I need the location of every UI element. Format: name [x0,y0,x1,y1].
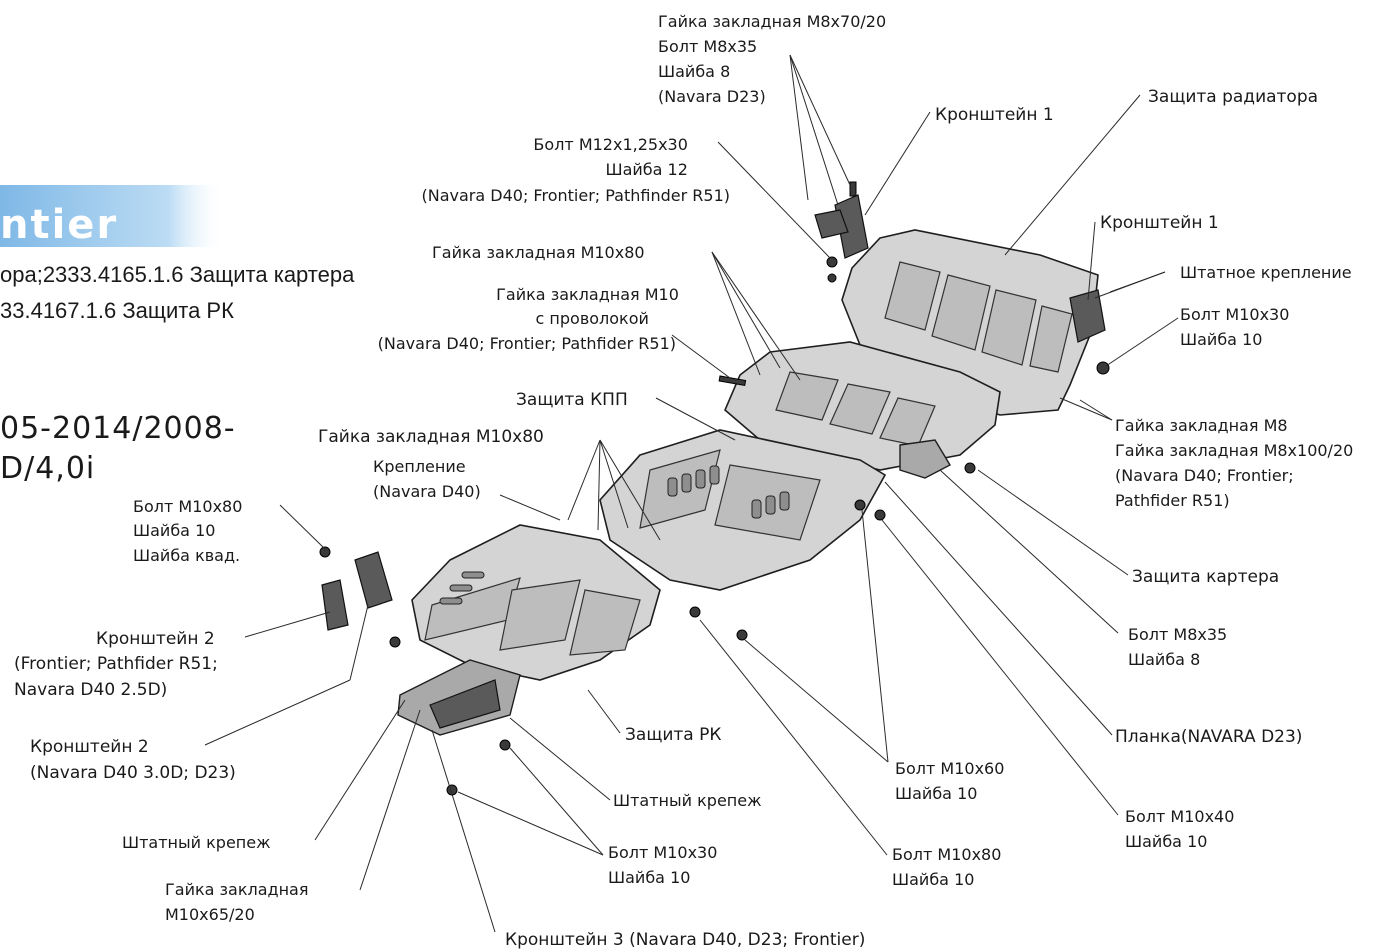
engine-spec: D/4,0i [0,451,95,486]
crankcase-guard-part [599,429,887,591]
label-transfer-guard: Защита РК [625,725,721,745]
label-crankcase-guard: Защита картера [1132,567,1279,587]
brand-title: ntier [0,202,118,248]
part-numbers-line2: 33.4167.1.6 Защита РК [0,298,234,323]
label-bolt-m10x30-bottom: Болт M10x30 Шайба 10 [608,843,722,887]
bracket1-top-part [814,194,869,259]
label-bolt-m8x35: Болт M8x35 Шайба 8 [1128,625,1232,669]
label-nut-m8x70: Гайка закладная M8x70/20 Болт M8x35 Шайб… [658,12,891,106]
label-bracket1-right: Кронштейн 1 [1100,213,1219,233]
label-bracket1-top: Кронштейн 1 [935,105,1054,125]
slot-row-1 [667,465,720,497]
label-bolt-m10x80-left: Болт M10x80 Шайба 10 Шайба квад. [133,497,247,565]
label-bracket2-navara: Кронштейн 2 (Navara D40 3.0D; D23) [30,737,236,783]
label-bracket2-frontier: Кронштейн 2 (Frontier; Pathfider R51; Na… [14,629,223,700]
transfer-slots [439,571,485,605]
label-nut-m10x80-mid: Гайка закладная M10x80 [318,427,544,447]
label-gearbox-guard: Защита КПП [516,390,628,410]
header-block: ntier ора;2333.4165.1.6 Защита картера 3… [0,185,355,486]
label-std-mount: Штатное крепление [1180,263,1352,282]
leader-lines [204,54,1179,933]
slot-row-2 [751,491,790,519]
bracket2-left-part [321,551,393,631]
parts-drawing [319,181,1110,796]
label-bolt-m10x30-right: Болт M10x30 Шайба 10 [1180,305,1294,349]
label-bolt-m10x40: Болт M10x40 Шайба 10 [1125,807,1239,851]
label-radiator-guard: Защита радиатора [1148,87,1318,107]
label-mount-d40: Крепление (Navara D40) [373,457,481,501]
label-nut-m8-group: Гайка закладная M8 Гайка закладная M8x10… [1115,416,1358,510]
label-bolt-m10x60: Болт M10x60 Шайба 10 [895,759,1009,803]
fasteners [319,181,1110,796]
label-nut-m10-wire: Гайка закладная M10 с проволокой (Navara… [378,285,684,353]
label-std-fastener-mid: Штатный крепеж [613,791,762,810]
label-bolt-m12: Болт M12x1,25x30 Шайба 12 (Navara D40; F… [422,135,730,205]
label-bracket3: Кронштейн 3 (Navara D40, D23; Frontier) [505,930,865,950]
brand-banner [0,185,225,247]
bracket3-part [397,659,521,736]
part-numbers-line1: ора;2333.4165.1.6 Защита картера [0,262,355,287]
callout-labels: Гайка закладная M8x70/20 Болт M8x35 Шайб… [14,12,1358,950]
label-nut-m10x80-top: Гайка закладная M10x80 [432,243,645,262]
label-bolt-m10x80-bottom: Болт M10x80 Шайба 10 [892,845,1006,889]
gearbox-guard-part [724,341,1001,479]
transfer-guard-part [411,524,661,681]
label-nut-m10x65: Гайка закладная M10x65/20 [165,880,314,924]
model-years: 05-2014/2008- [0,411,236,446]
label-strip-d23: Планка(NAVARA D23) [1115,727,1302,747]
label-std-fastener-left: Штатный крепеж [122,833,271,852]
